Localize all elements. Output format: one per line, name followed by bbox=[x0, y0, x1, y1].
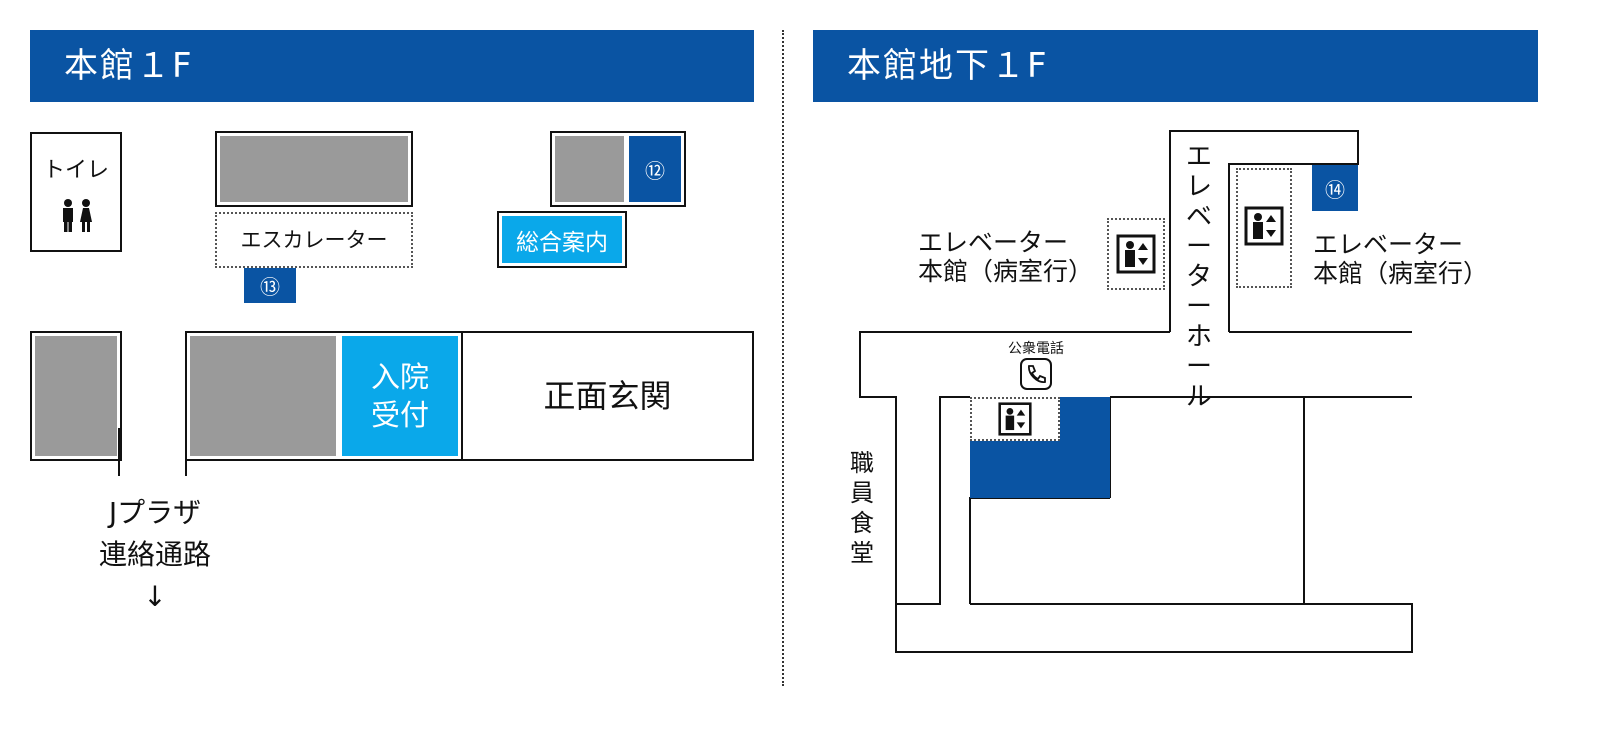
admissions-label-2: 受付 bbox=[370, 398, 429, 432]
elevator-right-label: エレベーター 本館（病室行） bbox=[1313, 230, 1503, 288]
plaza-label-2: 連絡通路 bbox=[98, 538, 211, 571]
block-top-right: ⑫ bbox=[550, 131, 686, 207]
info-desk-label: 総合案内 bbox=[502, 216, 622, 263]
escalator[interactable]: エスカレーター bbox=[215, 212, 413, 268]
toilet-label: トイレ bbox=[42, 158, 109, 183]
elevator-icon bbox=[1116, 234, 1156, 274]
main-entrance-label: 正面玄関 bbox=[543, 377, 672, 415]
badge-12: ⑫ bbox=[629, 136, 681, 202]
elevator-left-label-1: エレベーター bbox=[918, 228, 1069, 257]
escalator-label: エスカレーター bbox=[240, 228, 388, 252]
wall-line bbox=[185, 428, 187, 476]
phone-icon[interactable] bbox=[1020, 358, 1052, 390]
admissions-desk[interactable]: 入院 受付 bbox=[342, 336, 458, 456]
block-admissions: 入院 受付 bbox=[185, 331, 463, 461]
elevator-left[interactable] bbox=[1107, 218, 1165, 290]
divider bbox=[782, 30, 784, 686]
admissions-label-1: 入院 bbox=[370, 360, 429, 394]
toilet-room[interactable]: トイレ bbox=[30, 132, 122, 252]
elevator-icon bbox=[998, 402, 1032, 436]
block-left-tall bbox=[30, 331, 122, 461]
elevator-left-label-2: 本館（病室行） bbox=[918, 257, 1094, 286]
elevator-right-label-2: 本館（病室行） bbox=[1313, 259, 1489, 288]
floor-header-b1f: 本館地下１F bbox=[813, 30, 1538, 102]
elevator-bottom[interactable] bbox=[970, 397, 1060, 441]
staff-cafeteria-label: 職員食堂 bbox=[850, 449, 874, 567]
wall-line bbox=[118, 428, 120, 476]
elevator-hall-label: エレベーターホール bbox=[1185, 142, 1212, 412]
floor-header-1f: 本館１F bbox=[30, 30, 754, 102]
plaza-corridor-label[interactable]: Jプラザ 連絡通路 ↓ bbox=[60, 492, 250, 618]
block-top-center bbox=[215, 131, 413, 207]
info-desk[interactable]: 総合案内 bbox=[497, 211, 627, 268]
main-entrance[interactable]: 正面玄関 bbox=[461, 331, 754, 461]
plaza-label-1: Jプラザ bbox=[108, 496, 202, 529]
elevator-right-label-1: エレベーター bbox=[1313, 230, 1464, 259]
elevator-right[interactable] bbox=[1236, 168, 1292, 288]
badge-13: ⑬ bbox=[244, 268, 296, 303]
public-phone-label: 公衆電話 bbox=[1008, 341, 1064, 357]
elevator-icon bbox=[1244, 206, 1284, 246]
elevator-left-label: エレベーター 本館（病室行） bbox=[918, 228, 1098, 286]
down-arrow: ↓ bbox=[143, 580, 167, 613]
badge-14: ⑭ bbox=[1312, 165, 1358, 211]
restroom-icon bbox=[59, 198, 95, 234]
